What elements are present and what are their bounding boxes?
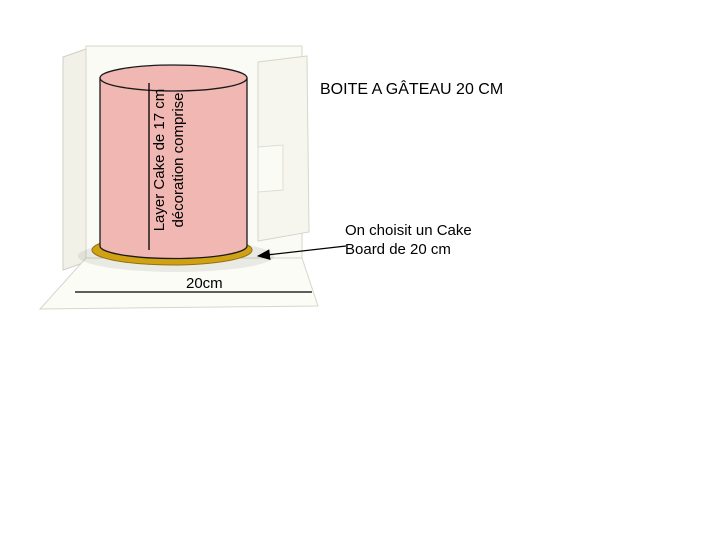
board-annotation-line1: On choisit un Cake [345, 222, 472, 239]
board-annotation-line2: Board de 20 cm [345, 241, 451, 258]
cake-label: Layer Cake de 17 cm décoration comprise [150, 65, 190, 255]
annotation-arrow [256, 245, 347, 261]
cake-label-line2: décoration comprise [170, 92, 187, 228]
box-left-flap [62, 48, 87, 271]
cake-cylinder-body [99, 77, 248, 260]
measurement-label: 20cm [186, 275, 223, 292]
box-right-flap-notch [257, 144, 284, 193]
board-annotation: On choisit un Cake Board de 20 cm [345, 221, 472, 259]
cake-cylinder-top [99, 64, 248, 92]
slide-title: BOITE A GÂTEAU 20 CM [320, 81, 504, 98]
cake-label-line1: Layer Cake de 17 cm [151, 88, 168, 232]
